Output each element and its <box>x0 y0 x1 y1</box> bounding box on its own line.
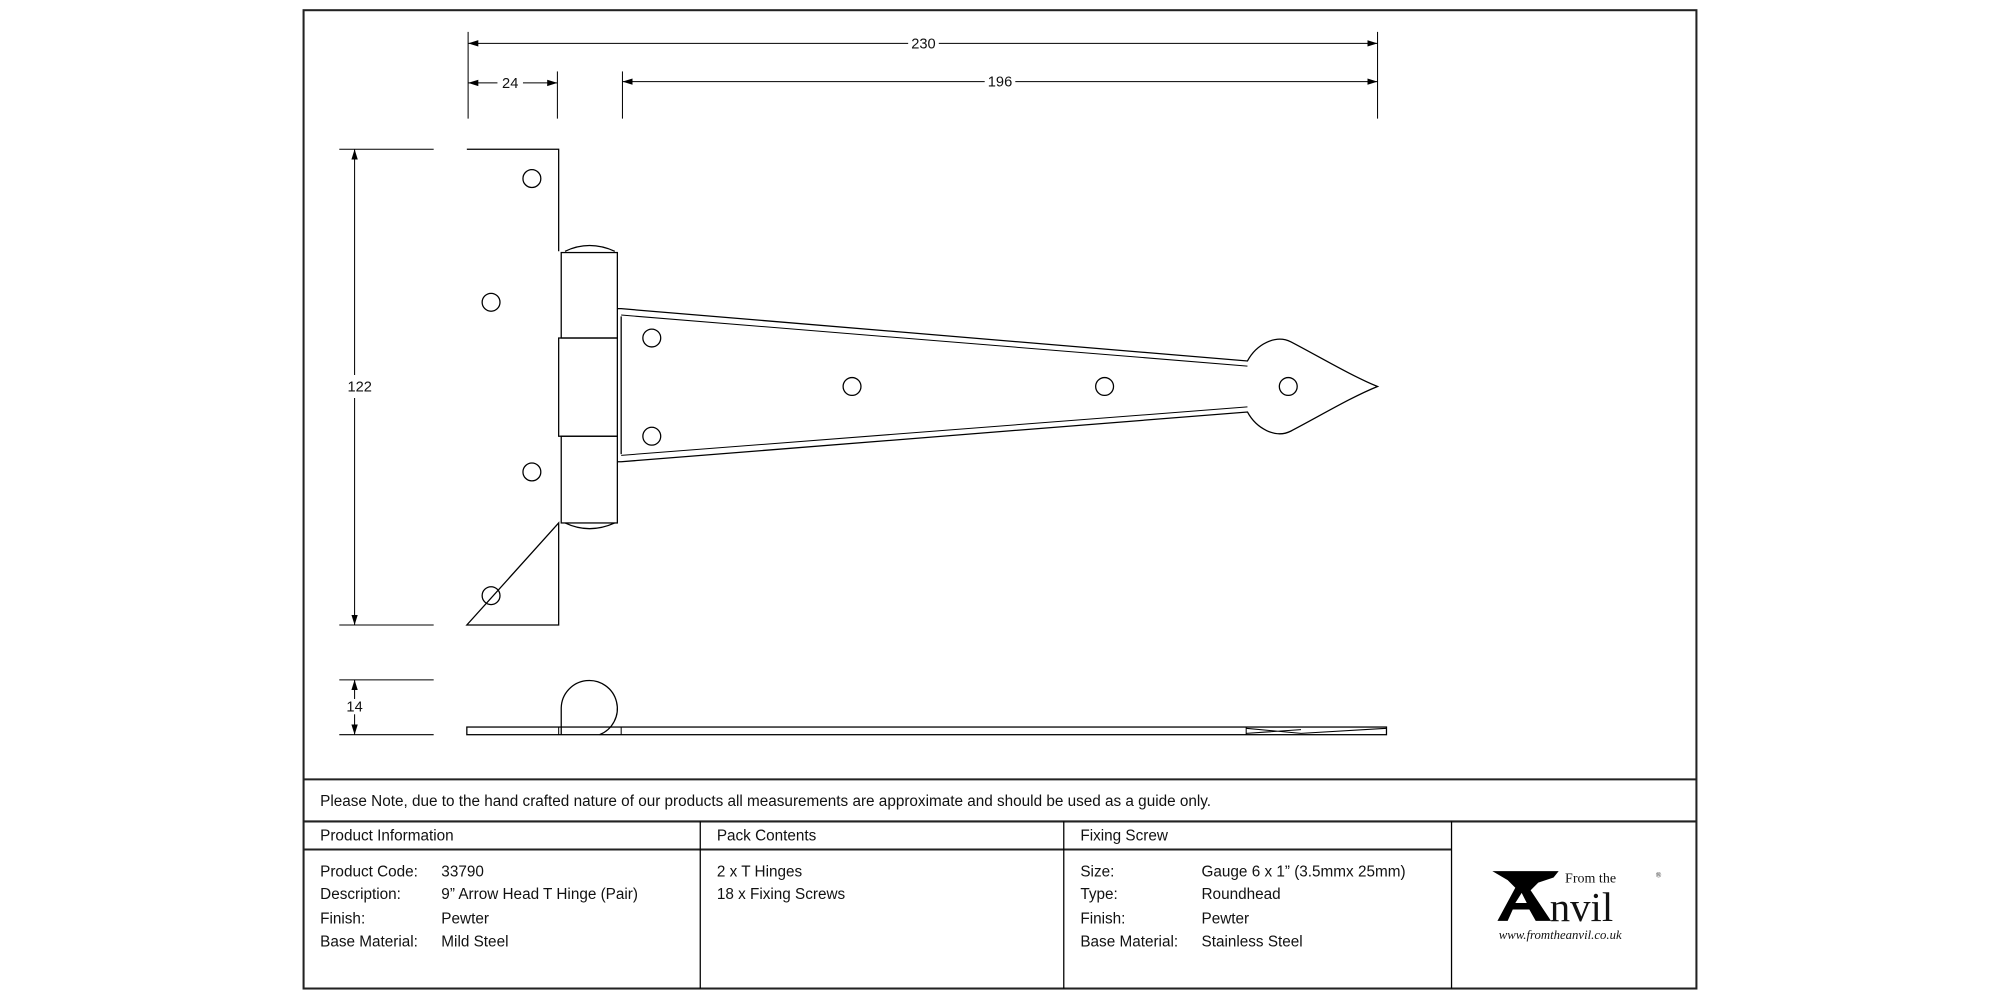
fixing-screw-value: Roundhead <box>1202 886 1281 903</box>
dimension-height: 122 <box>339 148 434 626</box>
fixing-screw-value: Pewter <box>1202 910 1250 927</box>
product-info-heading: Product Information <box>320 828 453 845</box>
info-table: Please Note, due to the hand crafted nat… <box>303 778 1697 989</box>
fixing-screw-label: Type: <box>1080 886 1117 903</box>
hinge-side-view <box>466 679 1388 736</box>
dimension-thickness: 14 <box>339 679 434 736</box>
fixing-screw-label: Finish: <box>1080 910 1125 927</box>
dimension-strap-length: 196 <box>621 71 1378 119</box>
anvil-icon <box>1492 871 1559 921</box>
fixing-screw-value: Gauge 6 x 1” (3.5mmx 25mm) <box>1202 863 1406 880</box>
product-info-label: Finish: <box>320 910 365 927</box>
dimension-label: 14 <box>346 700 362 716</box>
logo-from-the: From the <box>1565 871 1616 887</box>
product-info-label: Description: <box>320 886 401 903</box>
pack-contents-item: 2 x T Hinges <box>717 863 803 880</box>
logo-registered: ® <box>1656 871 1662 880</box>
dimension-label: 196 <box>988 75 1012 91</box>
dimension-label: 122 <box>347 380 371 396</box>
product-info-label: Base Material: <box>320 933 418 950</box>
dimension-overall-length: 230 <box>467 31 1379 119</box>
logo-url: www.fromtheanvil.co.uk <box>1499 928 1622 942</box>
dimension-plate-width: 24 <box>468 71 558 119</box>
screw-holes <box>481 169 1298 606</box>
product-info-label: Product Code: <box>320 863 418 880</box>
product-info-value: 9” Arrow Head T Hinge (Pair) <box>441 886 638 903</box>
product-info-value: Pewter <box>441 910 489 927</box>
from-the-anvil-logo: From the nvil ® www.fromtheanvil.co.uk <box>1492 871 1662 942</box>
fixing-screw-heading: Fixing Screw <box>1080 828 1169 845</box>
dimension-label: 24 <box>502 76 518 92</box>
drawing-frame <box>302 9 1698 990</box>
hinge-front-view <box>465 148 1380 626</box>
pack-contents-item: 18 x Fixing Screws <box>717 886 846 903</box>
dimension-label: 230 <box>911 36 935 52</box>
fixing-screw-value: Stainless Steel <box>1202 933 1303 950</box>
disclaimer-note: Please Note, due to the hand crafted nat… <box>320 793 1211 810</box>
logo-brand: nvil <box>1550 885 1613 930</box>
pack-contents-heading: Pack Contents <box>717 828 817 845</box>
fixing-screw-label: Base Material: <box>1080 933 1178 950</box>
fixing-screw-label: Size: <box>1080 863 1114 880</box>
product-info-value: 33790 <box>441 863 484 880</box>
product-info-value: Mild Steel <box>441 933 508 950</box>
